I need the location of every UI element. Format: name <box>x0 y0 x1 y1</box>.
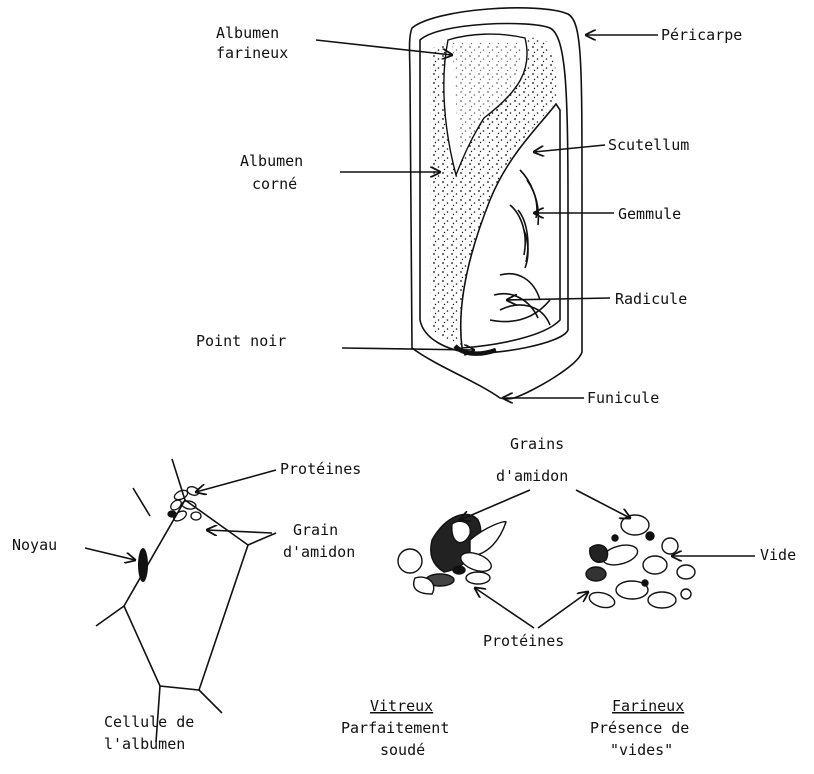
arrow-scutellum <box>534 145 605 152</box>
label-gemmule: Gemmule <box>618 205 681 223</box>
germ-structures <box>490 170 550 325</box>
label-vide: Vide <box>760 546 796 564</box>
kernel-drawing <box>410 8 583 399</box>
nucleus-shape <box>138 548 148 582</box>
label-funicule: Funicule <box>587 389 659 407</box>
vitreux-cluster <box>398 514 506 594</box>
protein-granules <box>168 485 201 523</box>
albumen-cell <box>96 459 276 742</box>
caption-vitreux-title: Vitreux <box>370 697 433 715</box>
caption-farineux-1: Présence de <box>590 719 689 737</box>
cell-outline <box>124 500 248 690</box>
label-radicule: Radicule <box>615 290 687 308</box>
caption-farineux-2: "vides" <box>610 741 673 759</box>
label-cell-grain-1: Grain <box>293 521 338 539</box>
label-point-noir: Point noir <box>196 332 286 350</box>
label-pericarpe: Péricarpe <box>661 26 742 44</box>
farineux-cluster <box>586 515 695 610</box>
label-albumen-farineux-1: Albumen <box>216 24 279 42</box>
caption-farineux-title: Farineux <box>612 697 684 715</box>
label-grains-2: d'amidon <box>496 467 568 485</box>
label-cell-grain-2: d'amidon <box>283 543 355 561</box>
caption-cellule-2: l'albumen <box>104 735 185 753</box>
label-albumen-farineux-2: farineux <box>216 44 288 62</box>
label-noyau: Noyau <box>12 536 57 554</box>
label-cluster-proteines: Protéines <box>483 632 564 650</box>
label-scutellum: Scutellum <box>608 136 689 154</box>
caption-vitreux-1: Parfaitement <box>341 719 449 737</box>
caption-vitreux-2: soudé <box>380 741 425 759</box>
label-cell-proteines: Protéines <box>280 460 361 478</box>
arrow-albumen-farineux <box>316 40 452 55</box>
label-albumen-corne-2: corné <box>252 175 297 193</box>
label-albumen-corne-1: Albumen <box>240 152 303 170</box>
caption-cellule-1: Cellule de <box>104 713 194 731</box>
label-grains-1: Grains <box>510 435 564 453</box>
arrow-radicule <box>507 298 610 300</box>
